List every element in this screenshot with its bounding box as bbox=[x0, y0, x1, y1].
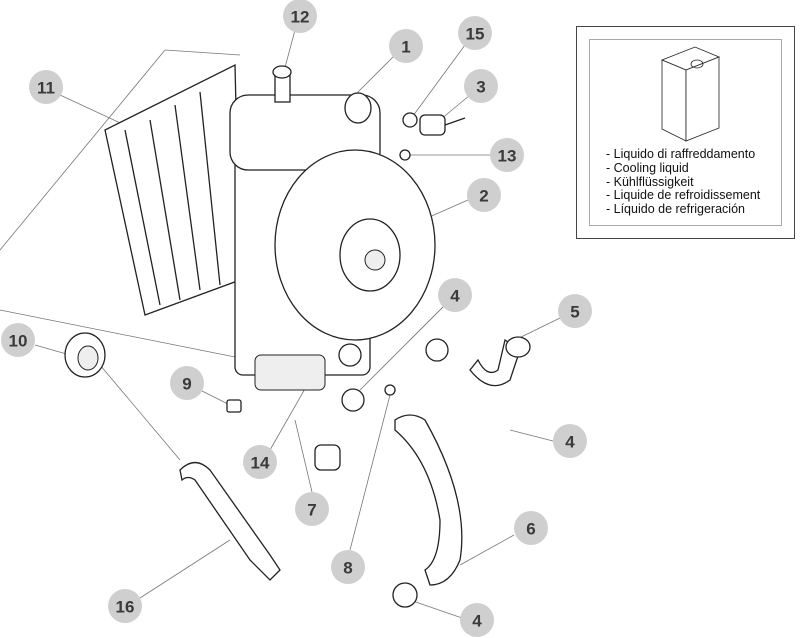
legend-line-spanish: - Líquido de refrigeración bbox=[606, 202, 745, 217]
callout-circle bbox=[295, 492, 329, 526]
hose-clamp bbox=[338, 343, 362, 367]
callout-circle bbox=[170, 366, 204, 400]
callout-circle bbox=[553, 424, 587, 458]
callout-number: 6 bbox=[526, 520, 535, 539]
hose-clamp bbox=[392, 582, 418, 608]
leader-lines bbox=[0, 29, 561, 619]
callout-number: 4 bbox=[565, 433, 575, 452]
callout-circle bbox=[29, 70, 63, 104]
callout-number: 8 bbox=[343, 559, 352, 578]
radiator-grille bbox=[104, 63, 241, 316]
legend-line-english: - Cooling liquid bbox=[606, 160, 689, 175]
callout-number: 15 bbox=[466, 25, 485, 44]
callout-circle bbox=[108, 589, 142, 623]
callout-4: 4 bbox=[553, 424, 587, 458]
callout-6: 6 bbox=[514, 511, 548, 545]
callout-circle bbox=[438, 278, 472, 312]
callout-circle bbox=[283, 0, 317, 33]
bleed-screw bbox=[226, 399, 242, 413]
thermoswitch bbox=[419, 114, 466, 136]
legend-line-german: - Kühlflüssigkeit bbox=[606, 174, 694, 189]
legend-line-italian: - Liquido di raffreddamento bbox=[606, 147, 756, 161]
callout-circle bbox=[467, 178, 501, 212]
callout-number: 9 bbox=[182, 375, 191, 394]
callout-1: 1 bbox=[389, 29, 423, 63]
cooling-fan bbox=[274, 149, 436, 341]
callout-circle bbox=[490, 138, 524, 172]
callout-number: 13 bbox=[498, 147, 517, 166]
radiator-cap bbox=[64, 332, 106, 378]
callout-7: 7 bbox=[295, 492, 329, 526]
callout-circle bbox=[331, 550, 365, 584]
seal-ring bbox=[402, 112, 418, 128]
callout-3: 3 bbox=[464, 69, 498, 103]
callout-15: 15 bbox=[458, 16, 492, 50]
callout-circle bbox=[243, 445, 277, 479]
legend-box bbox=[576, 26, 795, 239]
callout-8: 8 bbox=[331, 550, 365, 584]
callout-circle bbox=[1, 323, 35, 357]
callout-circle bbox=[460, 603, 494, 637]
callout-4: 4 bbox=[460, 603, 494, 637]
callout-number: 16 bbox=[116, 598, 135, 617]
callout-11: 11 bbox=[29, 70, 63, 104]
callout-2: 2 bbox=[467, 178, 501, 212]
callout-number: 2 bbox=[479, 187, 488, 206]
callout-circle bbox=[464, 69, 498, 103]
overflow-hose bbox=[179, 461, 281, 581]
callout-number: 10 bbox=[9, 332, 28, 351]
callout-12: 12 bbox=[283, 0, 317, 33]
callout-10: 10 bbox=[1, 323, 35, 357]
callout-number: 1 bbox=[401, 38, 410, 57]
callout-number: 11 bbox=[37, 79, 55, 98]
callout-number: 4 bbox=[472, 612, 482, 631]
callout-14: 14 bbox=[243, 445, 277, 479]
callout-circle bbox=[558, 294, 592, 328]
callout-circle bbox=[458, 16, 492, 50]
callout-5: 5 bbox=[558, 294, 592, 328]
legend-text: - Liquido di raffreddamento - Cooling li… bbox=[606, 147, 761, 217]
callout-13: 13 bbox=[490, 138, 524, 172]
callout-16: 16 bbox=[108, 589, 142, 623]
callout-number: 14 bbox=[251, 454, 270, 473]
callout-9: 9 bbox=[170, 366, 204, 400]
hose-long bbox=[394, 414, 463, 586]
legend-line-french: - Liquide de refroidissement bbox=[606, 188, 761, 203]
hose-clamp bbox=[341, 388, 365, 412]
callout-number: 7 bbox=[307, 501, 316, 520]
rubber-mount bbox=[314, 444, 341, 471]
screw bbox=[399, 149, 411, 161]
callout-circle bbox=[389, 29, 423, 63]
hose-clamp bbox=[425, 338, 449, 362]
screw bbox=[384, 384, 396, 396]
hose-end bbox=[505, 336, 531, 358]
callout-4: 4 bbox=[438, 278, 472, 312]
callout-number: 5 bbox=[570, 303, 579, 322]
callout-circle bbox=[514, 511, 548, 545]
callout-number: 3 bbox=[476, 78, 485, 97]
callout-number: 12 bbox=[291, 8, 310, 27]
legend-inner-frame bbox=[589, 39, 782, 226]
callout-number: 4 bbox=[450, 287, 460, 306]
